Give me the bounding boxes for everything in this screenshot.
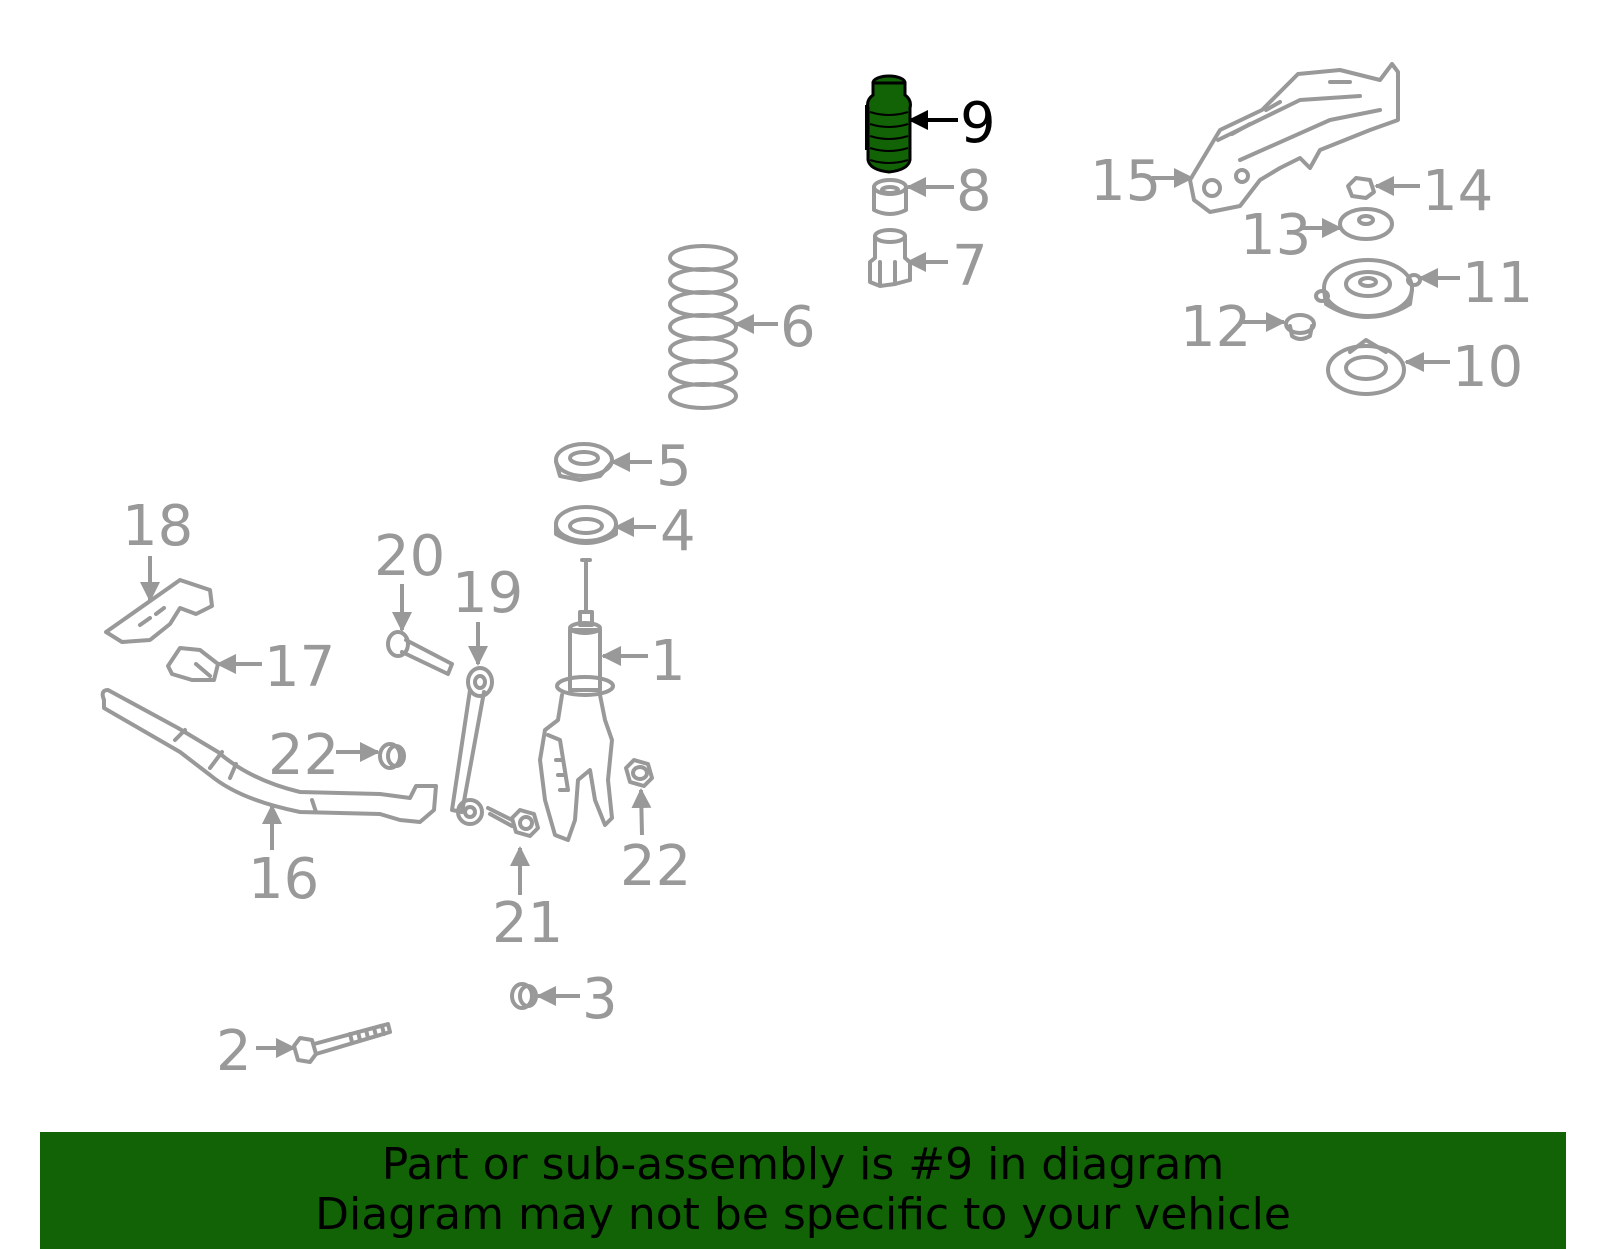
label-15: 15	[1090, 149, 1161, 214]
part-12-nut[interactable]	[1284, 313, 1316, 341]
label-16: 16	[248, 847, 319, 912]
label-6: 6	[780, 295, 816, 360]
part-7-bump-stop[interactable]	[868, 228, 912, 288]
callout-1: 1	[601, 629, 686, 694]
part-9-dust-boot[interactable]	[865, 74, 912, 174]
callout-15: 15	[1090, 149, 1194, 214]
callout-18: 18	[122, 494, 193, 602]
label-1: 1	[650, 629, 686, 694]
callout-3: 3	[536, 967, 618, 1032]
part-6-coil-spring[interactable]	[668, 244, 738, 410]
label-10: 10	[1452, 335, 1523, 400]
callout-21: 21	[492, 846, 563, 956]
part-1-strut[interactable]	[538, 558, 615, 842]
part-18-bracket[interactable]	[104, 578, 214, 644]
info-banner: Part or sub-assembly is #9 in diagram Di…	[40, 1132, 1566, 1249]
part-11-strut-mount[interactable]	[1314, 258, 1422, 319]
part-15-mount-bracket[interactable]	[1188, 62, 1400, 214]
callout-4: 4	[614, 499, 696, 564]
label-9: 9	[960, 91, 996, 156]
label-21: 21	[492, 891, 563, 956]
part-2-bolt[interactable]	[292, 1022, 392, 1064]
part-8-bump-stop-cap[interactable]	[872, 178, 908, 216]
callout-12: 12	[1180, 295, 1286, 360]
part-16-stabilizer-bar[interactable]	[100, 688, 438, 824]
callout-11: 11	[1418, 251, 1533, 316]
callout-20: 20	[374, 524, 445, 632]
callout-16: 16	[248, 804, 319, 912]
callout-9: 9	[908, 91, 996, 156]
callout-10: 10	[1404, 335, 1523, 400]
callout-22-right: 22	[620, 788, 691, 899]
callout-6: 6	[734, 295, 816, 360]
label-22a: 22	[268, 723, 339, 788]
label-20: 20	[374, 524, 445, 589]
part-17-bushing[interactable]	[166, 646, 220, 682]
callout-2: 2	[216, 1019, 296, 1084]
label-4: 4	[660, 499, 696, 564]
callout-19: 19	[452, 561, 523, 666]
callout-7: 7	[906, 234, 988, 299]
banner-line-1: Part or sub-assembly is #9 in diagram	[381, 1139, 1225, 1190]
label-11: 11	[1462, 251, 1533, 316]
part-22-nut-right[interactable]	[624, 758, 654, 788]
part-20-bolt[interactable]	[386, 630, 454, 676]
label-5: 5	[656, 434, 692, 499]
callout-5: 5	[610, 434, 692, 499]
label-8: 8	[956, 159, 992, 224]
part-19-stabilizer-link[interactable]	[450, 666, 494, 826]
banner-line-2: Diagram may not be specific to your vehi…	[315, 1189, 1291, 1240]
label-13: 13	[1240, 203, 1311, 268]
callout-14: 14	[1374, 159, 1493, 224]
label-17: 17	[264, 635, 335, 700]
label-2: 2	[216, 1019, 252, 1084]
label-18: 18	[122, 494, 193, 559]
part-22-nut-left[interactable]	[378, 742, 406, 770]
label-19: 19	[452, 561, 523, 626]
label-3: 3	[582, 967, 618, 1032]
part-14-nut[interactable]	[1346, 176, 1376, 200]
callout-8: 8	[906, 159, 992, 224]
part-5-spring-seat[interactable]	[554, 442, 614, 482]
label-14: 14	[1422, 159, 1493, 224]
label-22b: 22	[620, 834, 691, 899]
part-10-insulator[interactable]	[1326, 338, 1406, 396]
part-21-bolt[interactable]	[486, 806, 540, 838]
part-4-spring-isolator[interactable]	[554, 505, 618, 545]
callout-22-left: 22	[268, 723, 380, 788]
label-12: 12	[1180, 295, 1251, 360]
part-3-nut[interactable]	[510, 982, 538, 1010]
part-13-washer[interactable]	[1338, 207, 1394, 241]
callout-13: 13	[1240, 203, 1342, 268]
callout-17: 17	[216, 635, 335, 700]
label-7: 7	[952, 234, 988, 299]
